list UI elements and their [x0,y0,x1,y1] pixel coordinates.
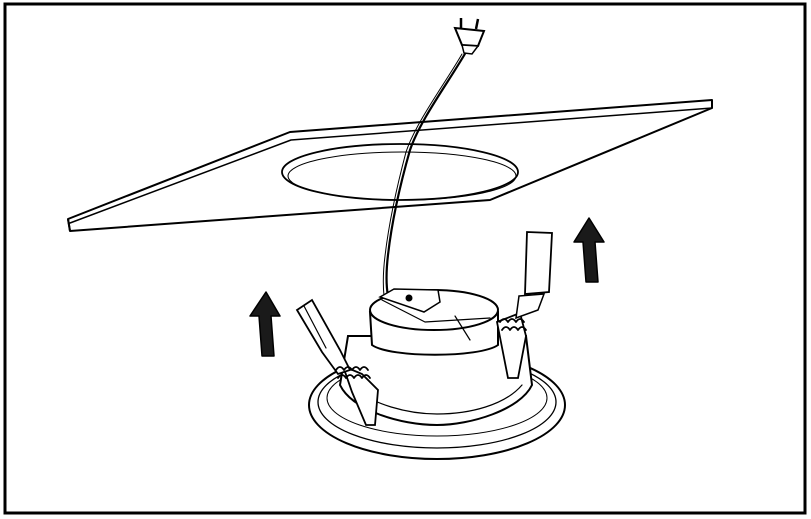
plug-icon [453,18,486,55]
up-arrow-right [573,217,605,283]
power-cable [385,50,468,298]
downlight-body [338,288,534,427]
ceiling-cutout [281,143,519,201]
spring-clip-left [295,298,379,426]
up-arrow-left [249,291,281,357]
spring-clip-right [495,231,553,379]
